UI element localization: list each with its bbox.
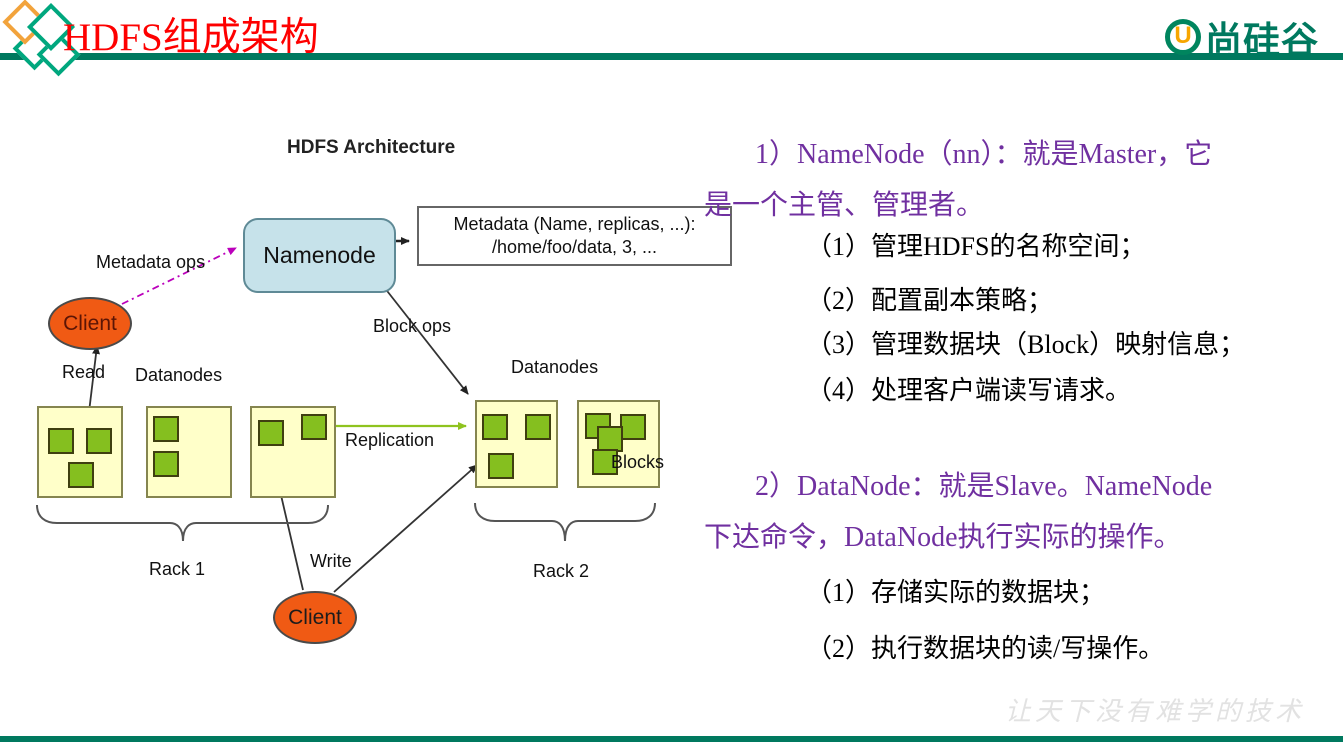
- page-title: HDFS组成架构: [63, 16, 319, 59]
- brand-name: 尚硅谷: [1205, 20, 1319, 61]
- block: [482, 414, 508, 440]
- note-item1-sub1: （1）管理HDFS的名称空间；: [806, 232, 1146, 261]
- note-item1-line2: 是一个主管、管理者。: [704, 190, 985, 221]
- block: [488, 453, 514, 479]
- note-item2-line1: 2）DataNode：就是Slave。NameNode: [755, 471, 1213, 502]
- note-item2-line2: 下达命令，DataNode执行实际的操作。: [704, 522, 1182, 553]
- diagram-title: HDFS Architecture: [287, 137, 456, 158]
- note-item2-sub2: （2）执行数据块的读/写操作。: [806, 634, 1165, 663]
- label-blocks: Blocks: [611, 452, 665, 472]
- note-item2-sub1: （1）存储实际的数据块；: [806, 578, 1106, 607]
- watermark-text: 让天下没有难学的技术: [1005, 697, 1306, 727]
- block: [258, 420, 284, 446]
- note-item1-sub3: （3）管理数据块（Block）映射信息；: [806, 330, 1246, 359]
- brand-logo: U 尚硅谷: [1165, 10, 1319, 64]
- namenode-label: Namenode: [263, 242, 376, 268]
- label-datanodes-right: Datanodes: [511, 357, 599, 377]
- label-write: Write: [310, 551, 352, 571]
- block: [48, 428, 74, 454]
- label-replication: Replication: [345, 430, 435, 450]
- label-read: Read: [62, 362, 106, 382]
- client-node-write: Client: [273, 591, 357, 644]
- note-item1-sub4: （4）处理客户端读写请求。: [806, 376, 1132, 405]
- block: [525, 414, 551, 440]
- note-item1-line1: 1）NameNode（nn）：就是Master，它: [755, 139, 1213, 170]
- metadata-node: Metadata (Name, replicas, ...): /home/fo…: [417, 206, 732, 266]
- block: [620, 414, 646, 440]
- block: [86, 428, 112, 454]
- metadata-line2: /home/foo/data, 3, ...: [491, 237, 658, 257]
- block: [153, 451, 179, 477]
- block: [301, 414, 327, 440]
- block: [68, 462, 94, 488]
- label-metadata-ops: Metadata ops: [96, 252, 206, 272]
- client-label: Client: [288, 605, 342, 629]
- label-datanodes-left: Datanodes: [135, 365, 223, 385]
- note-item1-sub2: （2）配置副本策略；: [806, 286, 1054, 315]
- header-divider: [0, 53, 1343, 60]
- label-rack1: Rack 1: [149, 559, 206, 579]
- block: [592, 449, 618, 475]
- label-rack2: Rack 2: [533, 561, 590, 581]
- client-label: Client: [63, 311, 117, 335]
- client-node-read: Client: [48, 297, 132, 350]
- block: [153, 416, 179, 442]
- namenode-node: Namenode: [243, 218, 396, 293]
- metadata-line1: Metadata (Name, replicas, ...):: [453, 213, 696, 234]
- brand-u-icon: U: [1165, 19, 1201, 55]
- label-block-ops: Block ops: [373, 316, 452, 336]
- bottom-divider: [0, 736, 1343, 742]
